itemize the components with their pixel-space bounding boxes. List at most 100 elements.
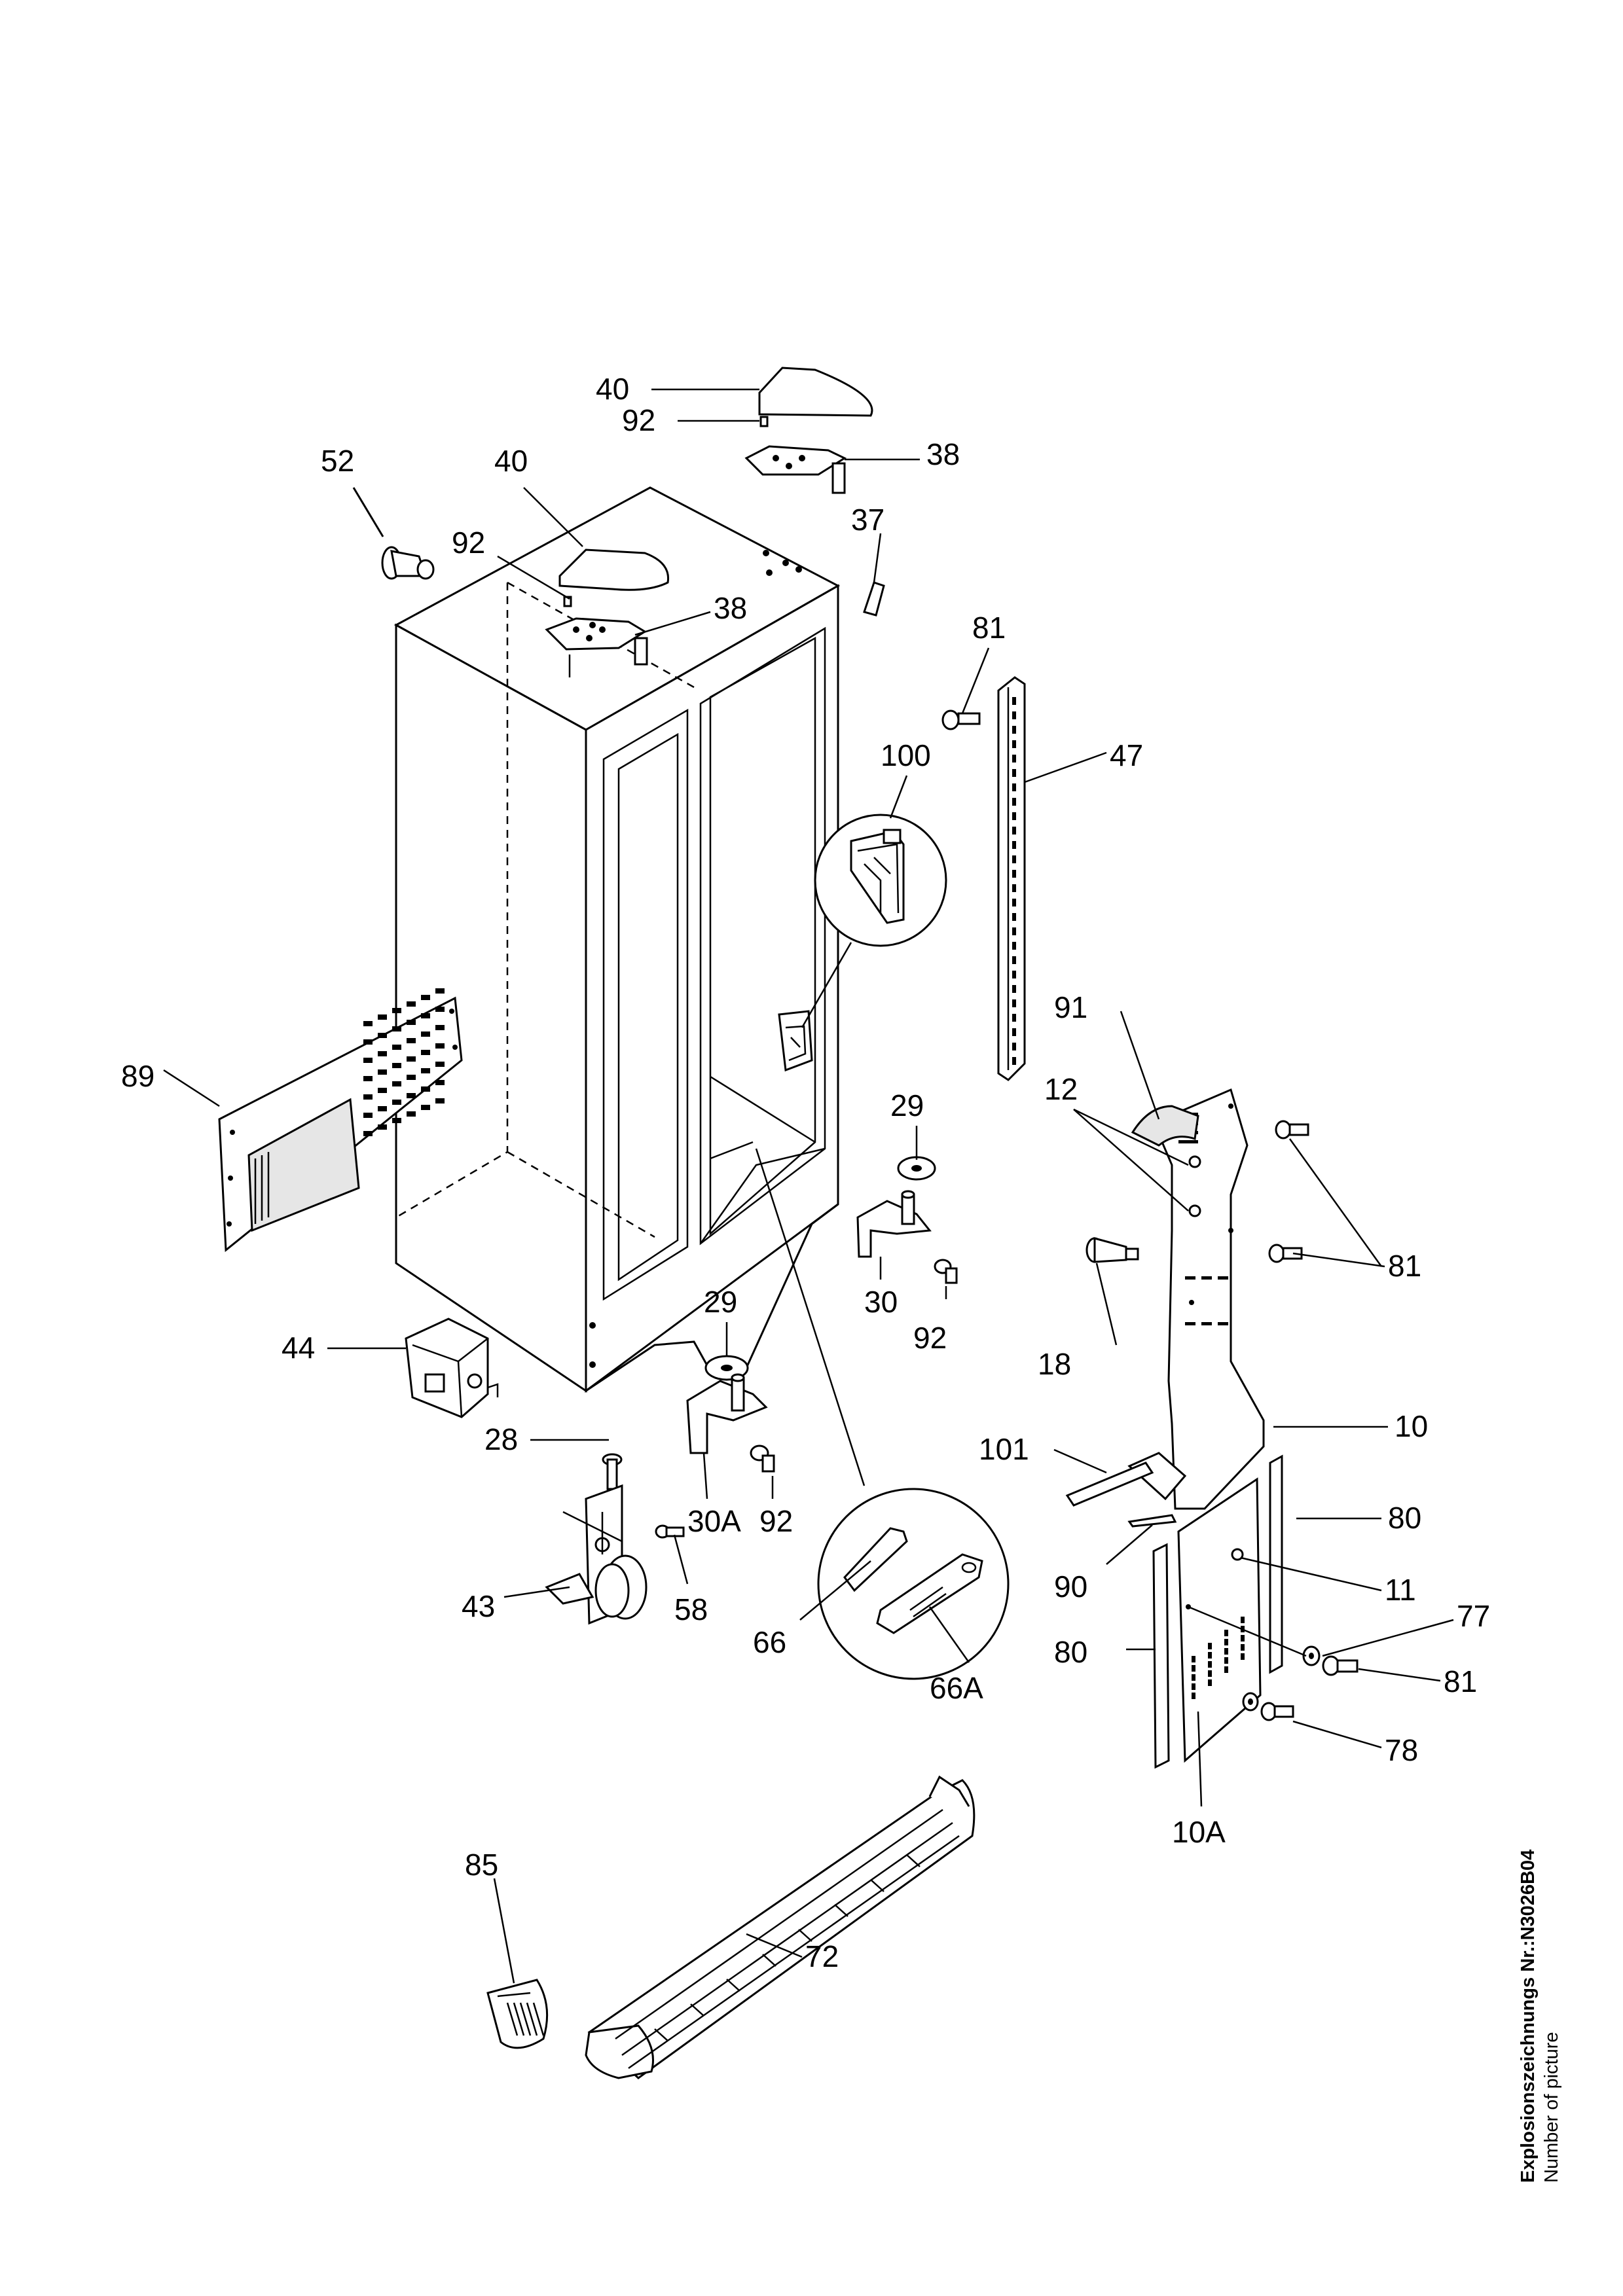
rail-slot: [1012, 812, 1016, 820]
label-58: 58: [674, 1592, 708, 1626]
label-80-left: 80: [1054, 1635, 1087, 1669]
rail-slot: [1012, 971, 1016, 978]
door-stop: [863, 581, 885, 617]
label-92-left: 92: [759, 1504, 793, 1538]
label-92-cabinet: 92: [452, 526, 485, 560]
castor-bolt: [602, 1453, 623, 1490]
gasket-right: [1269, 1454, 1283, 1674]
grille-slot: [435, 1025, 445, 1030]
foot-rib: [513, 2002, 525, 2036]
right-washer: [897, 1156, 936, 1181]
label-101: 101: [979, 1432, 1029, 1466]
grille-slot: [363, 1094, 373, 1100]
right-hinge-screw: [934, 1259, 958, 1284]
label-52: 52: [321, 444, 354, 478]
label-92-right: 92: [913, 1321, 947, 1355]
grille-slot: [407, 1075, 416, 1080]
grille-slot: [407, 1111, 416, 1117]
rail-slot: [1012, 1057, 1016, 1065]
bracket-slot: [1218, 1276, 1228, 1280]
rail-slot: [1012, 913, 1016, 921]
grille-panel: [218, 988, 463, 1253]
label-10: 10: [1395, 1409, 1428, 1443]
right-hinge-bracket: [856, 1190, 932, 1258]
bracket-slot: [1218, 1322, 1228, 1325]
part-labels: 40 92 38 52 40 92 38 37 81 47 100 89 91 …: [121, 372, 1490, 1973]
left-hinge-screw: [750, 1444, 775, 1473]
bracket-slot: [1201, 1276, 1212, 1280]
foot-rib: [526, 2002, 538, 2036]
bracket-slot: [1201, 1322, 1212, 1325]
grille-slot: [421, 995, 430, 1000]
label-30A: 30A: [687, 1504, 741, 1538]
label-44: 44: [282, 1331, 315, 1365]
grille-slot: [378, 1033, 387, 1038]
plinth-rib: [726, 1979, 740, 1992]
grille-slot: [392, 1008, 401, 1013]
rail-slot: [1012, 1014, 1016, 1022]
clip-detail-circle: [814, 814, 947, 947]
label-80-right: 80: [1388, 1501, 1421, 1535]
grille-slot: [392, 1118, 401, 1123]
plinth-rib: [798, 1929, 812, 1942]
rail-slot: [1012, 956, 1016, 964]
strip: [1065, 1462, 1154, 1507]
cabinet-body: [393, 486, 841, 1393]
plinth-rib: [654, 2028, 668, 2041]
label-37: 37: [851, 503, 884, 537]
grille-slot: [392, 1063, 401, 1068]
grille-slot: [392, 1026, 401, 1031]
plate-slot: [1224, 1666, 1228, 1673]
grille-slot: [363, 1039, 373, 1045]
connector-detail-circle: [817, 1488, 1010, 1680]
label-89: 89: [121, 1059, 155, 1093]
grille-slot: [435, 988, 445, 994]
plate-slot: [1241, 1644, 1245, 1651]
label-12: 12: [1044, 1072, 1078, 1106]
castor-screw: [655, 1524, 685, 1539]
grille-slot: [407, 1056, 416, 1062]
label-47: 47: [1110, 738, 1143, 772]
foot-rib: [506, 2002, 519, 2036]
grille-slot: [378, 1069, 387, 1075]
plate-slot: [1241, 1635, 1245, 1641]
left-hinge-bracket: [686, 1373, 768, 1454]
foot: [486, 1979, 549, 2049]
plate-screw: [1322, 1655, 1359, 1676]
clip: [1127, 1514, 1177, 1528]
rail-slot: [1012, 798, 1016, 806]
rail-slot: [1012, 726, 1016, 734]
plate-slot: [1241, 1653, 1245, 1660]
plinth-rib: [762, 1954, 776, 1967]
leader-lines: [163, 388, 1454, 1984]
grille-slot: [363, 1076, 373, 1081]
label-72: 72: [805, 1939, 839, 1973]
plinth-rib: [834, 1904, 848, 1917]
grille-slot: [435, 1062, 445, 1067]
plinth-rib: [870, 1879, 884, 1892]
label-28: 28: [484, 1422, 518, 1456]
plate-slot: [1208, 1670, 1212, 1677]
picture-number-caption: Number of picture: [1541, 2032, 1562, 2183]
plate-slot: [1192, 1656, 1195, 1662]
label-40-cabinet: 40: [494, 444, 528, 478]
grille-slot: [378, 1014, 387, 1020]
label-29-left: 29: [704, 1285, 737, 1319]
plate-slot: [1208, 1661, 1212, 1668]
label-10A: 10A: [1172, 1815, 1226, 1849]
cabinet-hinge-assembly: [545, 548, 670, 677]
plate-slot: [1224, 1630, 1228, 1636]
drawing-number-caption: Explosionszeichnungs Nr.:N3026B04: [1518, 1849, 1539, 2183]
grille-slot: [421, 1086, 430, 1092]
plate-slot: [1241, 1617, 1245, 1623]
label-38-cabinet: 38: [714, 591, 747, 625]
bracket-cover: [1131, 1105, 1199, 1147]
grille-slot: [435, 1080, 445, 1085]
rail-slot: [1012, 855, 1016, 863]
bracket-screw-b: [1268, 1244, 1303, 1263]
base-plinth: [585, 1775, 976, 2079]
grille-slot: [421, 1050, 430, 1055]
rail-slot: [1012, 697, 1016, 705]
foot-rib: [519, 2002, 532, 2036]
